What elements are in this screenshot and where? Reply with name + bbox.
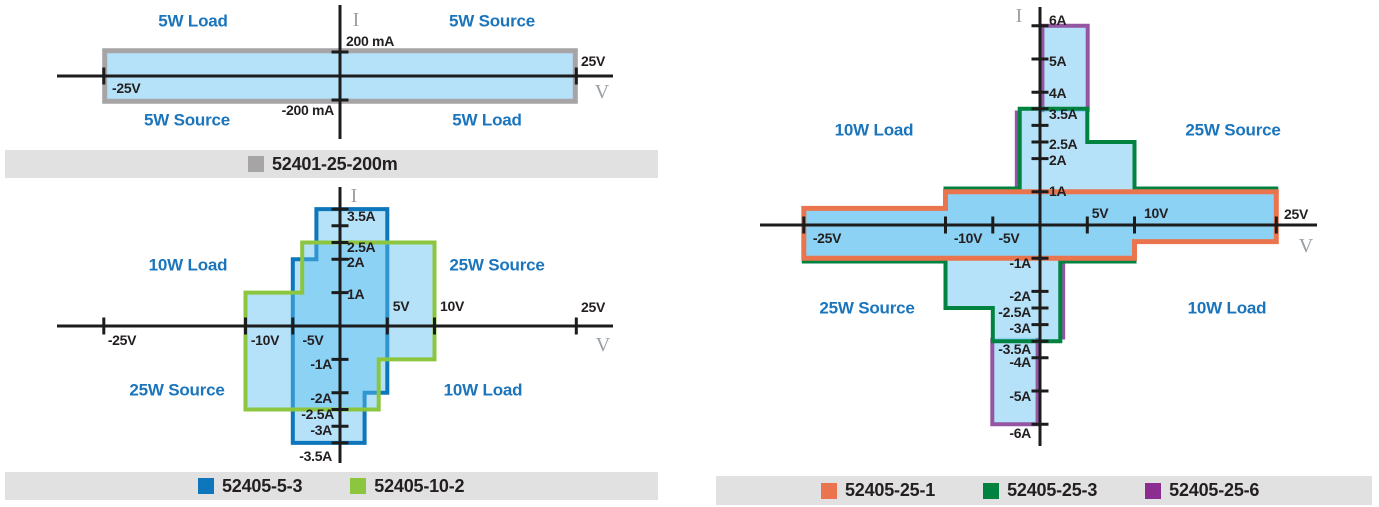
tick-label: 3.5A [347, 208, 376, 224]
legend-item: 52405-25-3 [983, 480, 1097, 501]
legend-item: 52405-10-2 [350, 475, 465, 497]
chart-52405-25-1_52405-25-3_52405-25-6: 10W Load 25W Source 25W Source 10W Load I V 6A… [760, 5, 1317, 446]
axis-ticks [802, 24, 1278, 426]
legend-item: 52405-5-3 [198, 476, 302, 497]
region-52405-25-6-fill-top [1042, 25, 1088, 113]
tick-label: 25V [581, 53, 606, 69]
tick-label: 2A [1049, 152, 1066, 168]
tick-label: -5V [303, 332, 325, 348]
tick-label: -3A [1009, 320, 1031, 336]
quadrant-label: 25W Source [1185, 121, 1280, 140]
legend-label: 52405-25-3 [1007, 480, 1098, 500]
tick-label: -3A [310, 422, 332, 438]
quadrant-label: 25W Source [449, 256, 544, 275]
legend-item: 52401-25-200m [248, 154, 398, 175]
tick-label: 5A [1049, 53, 1066, 69]
quadrant-label: 25W Source [129, 381, 224, 400]
legend-bar: 52405-5-3 52405-10-2 [5, 472, 658, 500]
tick-label: -1A [310, 356, 332, 372]
axis-letter: I [351, 185, 358, 207]
tick-label: 5V [393, 298, 410, 314]
tick-label: 4A [1049, 85, 1066, 101]
tick-label: -200 mA [282, 102, 335, 118]
tick-label: -3.5A [998, 341, 1031, 357]
tick-label: -10V [251, 332, 280, 348]
legend-swatch [198, 478, 214, 494]
legend-label: 52405-10-2 [374, 475, 465, 496]
legend-item: 52405-25-6 [1145, 480, 1259, 501]
quadrant-label: 5W Source [449, 12, 535, 31]
axis-ticks [102, 50, 578, 102]
quadrant-label: 5W Load [158, 12, 227, 31]
quadrant-label: 10W Load [835, 121, 914, 140]
tick-label: 2.5A [347, 239, 376, 255]
tick-label: -5V [999, 230, 1021, 246]
legend-label: 52405-25-6 [1169, 480, 1260, 500]
tick-label: 6A [1049, 12, 1066, 28]
tick-label: -2A [1009, 288, 1031, 304]
legend-item: 52405-25-1 [821, 480, 935, 501]
tick-label: 10V [1144, 205, 1169, 221]
region-52405-25-6-outline-top [1040, 23, 1090, 113]
quadrant-label: 5W Load [452, 111, 521, 130]
legend-swatch [350, 478, 367, 494]
tick-label: 2A [347, 254, 364, 270]
tick-label: -25V [112, 80, 141, 96]
tick-label: -10V [954, 230, 983, 246]
region-52405-25-6-outline-bottom [990, 337, 1040, 427]
axis-letter: V [596, 334, 611, 356]
axis-ticks [102, 207, 578, 445]
tick-label: -4A [1009, 354, 1031, 370]
tick-label: -5A [1009, 388, 1031, 404]
tick-label: 25V [1284, 206, 1309, 222]
axis-letter: V [595, 81, 610, 103]
tick-label: 3.5A [1049, 106, 1078, 122]
tick-label: 1A [1049, 183, 1066, 199]
legend-label: 52401-25-200m [272, 153, 398, 174]
tick-label: 10V [440, 298, 465, 314]
legend-label: 52405-5-3 [222, 475, 303, 496]
tick-label: -2A [310, 390, 332, 406]
quadrant-label: 10W Load [149, 256, 228, 275]
chart-52405-5-3_52405-10-2: 10W Load 25W Source 25W Source 10W Load I V 3.… [57, 185, 613, 464]
legend-swatch [1145, 482, 1162, 499]
tick-label: -2.5A [998, 304, 1031, 320]
quadrant-label: 5W Source [144, 111, 230, 130]
quadrant-label: 25W Source [819, 299, 914, 318]
legend-swatch [983, 482, 1000, 499]
legend-swatch [821, 482, 837, 499]
tick-label: 25V [581, 299, 606, 315]
tick-label: -3.5A [299, 448, 332, 464]
tick-label: -1A [1009, 255, 1031, 271]
axis-letter: I [353, 9, 360, 31]
legend-label: 52405-25-1 [845, 480, 936, 500]
tick-label: 5V [1092, 205, 1109, 221]
legend-bar: 52405-25-1 52405-25-3 52405-25-6 [716, 476, 1372, 505]
region-52405-25-6-fill-bottom [992, 337, 1038, 425]
tick-label: 1A [347, 286, 364, 302]
tick-label: -25V [813, 230, 842, 246]
tick-label: -6A [1009, 425, 1031, 441]
tick-label: -25V [108, 332, 137, 348]
quadrant-label: 10W Load [444, 381, 523, 400]
axis-letter: I [1016, 5, 1023, 27]
tick-label: -2.5A [301, 406, 334, 422]
tick-label: 2.5A [1049, 136, 1078, 152]
axis-letter: V [1299, 235, 1314, 257]
chart-52401-25-200m: 5W Load 5W Source 5W Source 5W Load I V 200 mA… [57, 5, 613, 139]
tick-label: 200 mA [346, 33, 394, 49]
legend-bar: 52401-25-200m [5, 150, 658, 178]
quadrant-label: 10W Load [1188, 299, 1267, 318]
legend-swatch [248, 156, 264, 172]
